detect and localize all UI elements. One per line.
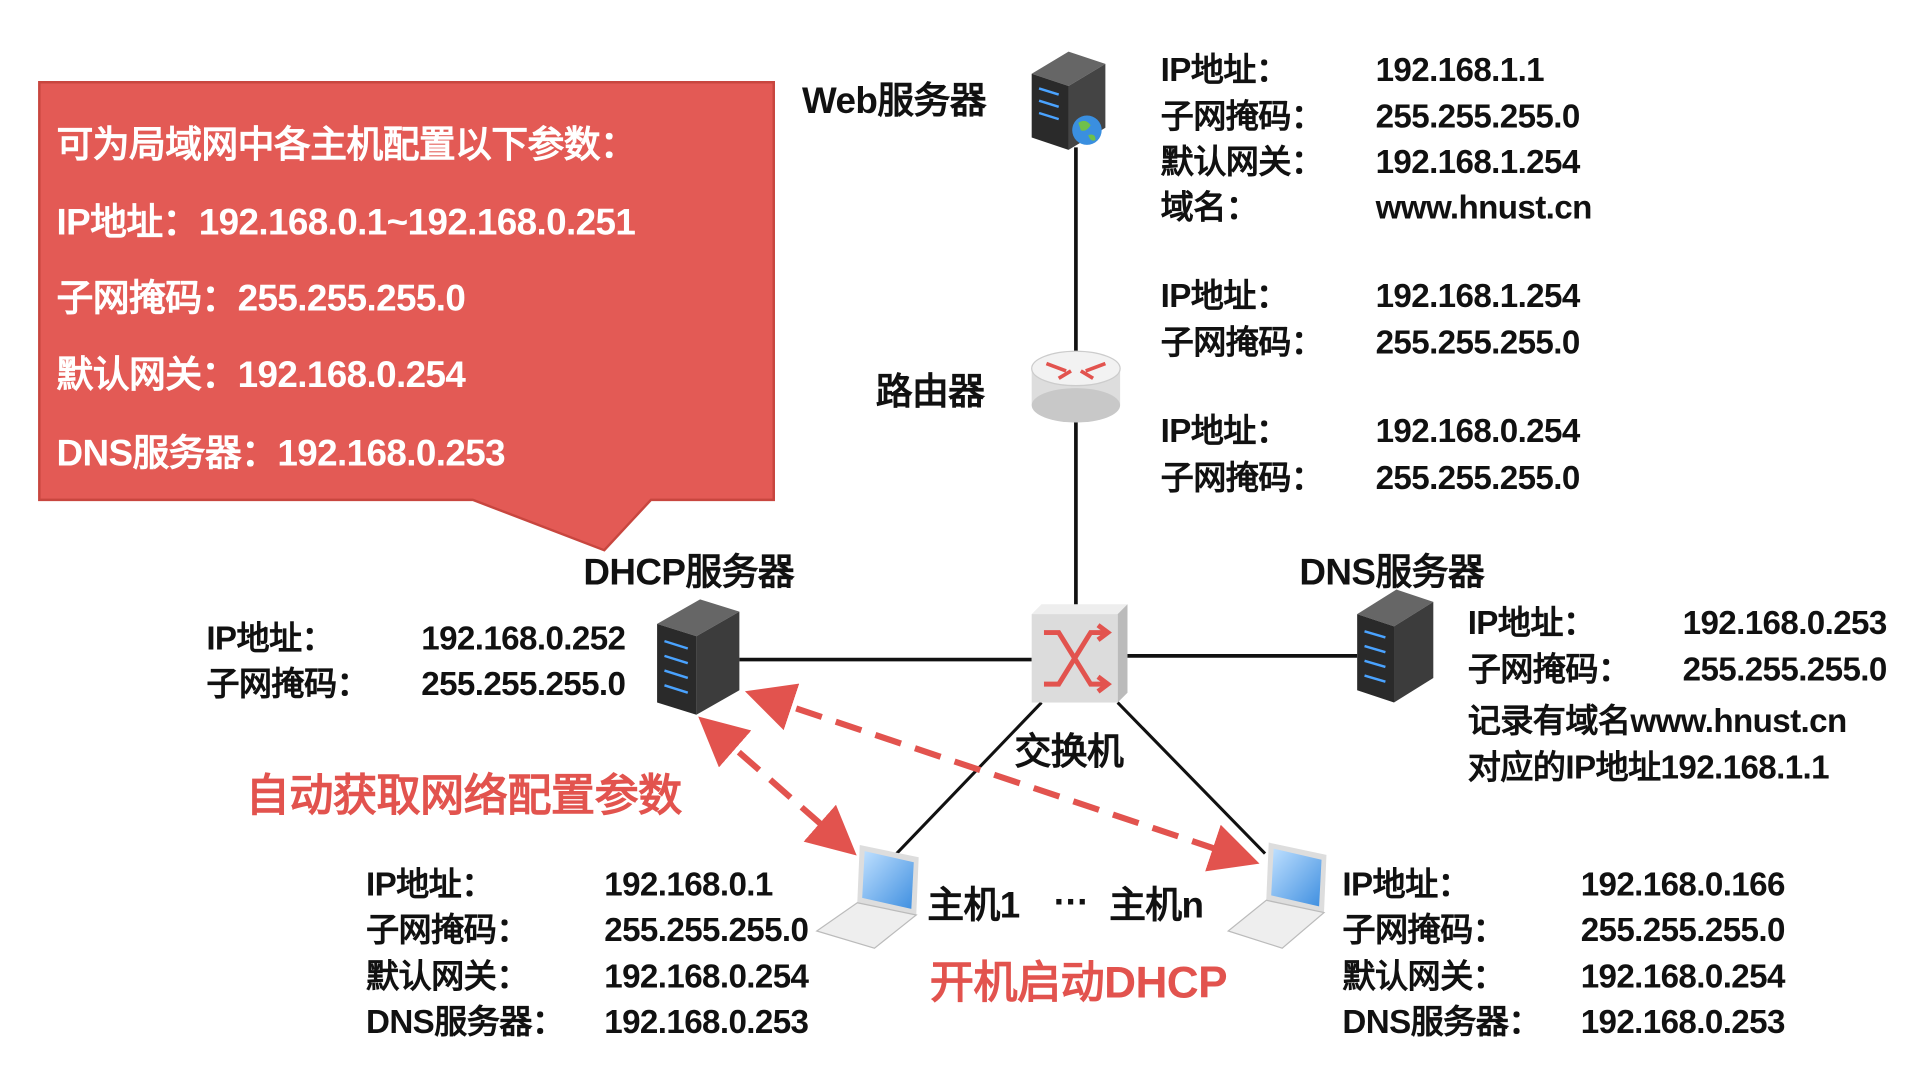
web-rows-label: 默认网关： (1160, 143, 1324, 181)
router-label: 路由器 (875, 372, 985, 413)
router-lower-label: IP地址： (1160, 412, 1289, 450)
globe-icon (1072, 115, 1102, 145)
link-switch-hostn (1116, 701, 1267, 855)
host1-rows-label: DNS服务器： (366, 1003, 565, 1041)
host1-rows-value: 192.168.0.1 (604, 865, 773, 903)
web-rows-value: 192.168.1.1 (1375, 51, 1545, 89)
router-upper-value: 192.168.1.254 (1375, 277, 1581, 315)
host1-rows-label: 子网掩码： (366, 911, 529, 949)
host1-rows-value: 192.168.0.254 (604, 957, 809, 995)
router-lower-label: 子网掩码： (1160, 459, 1324, 497)
link-switch-host1 (895, 701, 1043, 855)
web-rows-value: 255.255.255.0 (1375, 98, 1581, 136)
ellipsis: ··· (1053, 881, 1090, 923)
dhcp-rows-label: 子网掩码： (206, 665, 370, 703)
dns-rows-label: 子网掩码： (1467, 650, 1631, 688)
web-rows-label: IP地址： (1160, 51, 1289, 89)
host1-rows-value: 192.168.0.253 (604, 1003, 809, 1041)
dns-rows-value: 255.255.255.0 (1682, 650, 1888, 688)
dns-note: 对应的IP地址192.168.1.1 (1467, 749, 1830, 787)
router-upper-label: 子网掩码： (1160, 324, 1324, 362)
web-rows-value: www.hnust.cn (1375, 189, 1593, 226)
router-upper-value: 255.255.255.0 (1375, 324, 1581, 362)
router-icon (1031, 350, 1121, 423)
dhcp-rows-label: IP地址： (206, 620, 335, 658)
web-server-label: Web服务器 (802, 81, 987, 122)
dns-server-icon (1357, 589, 1434, 703)
callout-line: 子网掩码：255.255.255.0 (56, 278, 466, 320)
callout-line: 默认网关：192.168.0.254 (56, 354, 466, 396)
callout-title: 可为局域网中各主机配置以下参数： (56, 125, 637, 166)
hostn-rows-value: 192.168.0.254 (1580, 957, 1786, 995)
host1-rows-value: 255.255.255.0 (604, 911, 809, 949)
hostn-rows-label: 子网掩码： (1342, 911, 1506, 949)
hostn-laptop-icon (1226, 842, 1327, 949)
dhcp-rows-value: 192.168.0.252 (421, 620, 626, 658)
dhcp-rows-value: 255.255.255.0 (421, 665, 626, 703)
hostn-rows-label: DNS服务器： (1342, 1003, 1541, 1041)
hostn-label: 主机n (1109, 885, 1204, 927)
router-lower-value: 192.168.0.254 (1375, 412, 1581, 450)
hostn-rows-label: 默认网关： (1342, 957, 1506, 995)
dns-rows-label: IP地址： (1467, 604, 1596, 642)
hostn-rows-label: IP地址： (1342, 865, 1471, 903)
dhcp-server-label: DHCP服务器 (583, 552, 795, 594)
callout-box (38, 81, 775, 552)
dns-server-label: DNS服务器 (1299, 552, 1485, 594)
callout-line: IP地址：192.168.0.1~192.168.0.251 (56, 202, 636, 244)
switch-icon (1031, 604, 1128, 703)
dhcp-arrow-host1 (698, 716, 857, 856)
callout-line: DNS服务器：192.168.0.253 (56, 433, 506, 475)
router-lower-value: 255.255.255.0 (1375, 459, 1581, 497)
web-server-icon (1031, 51, 1106, 150)
host1-rows-label: IP地址： (366, 865, 494, 903)
dhcp-server-icon (657, 599, 740, 715)
dns-rows-value: 192.168.0.253 (1682, 604, 1888, 642)
auto-config-annotation: 自动获取网络配置参数 (245, 770, 683, 821)
host1-label: 主机1 (927, 885, 1020, 927)
router-upper-label: IP地址： (1160, 277, 1289, 315)
hostn-rows-value: 192.168.0.166 (1580, 865, 1786, 903)
switch-label: 交换机 (1014, 732, 1124, 773)
web-rows-label: 域名： (1160, 189, 1259, 226)
web-rows-value: 192.168.1.254 (1375, 143, 1581, 181)
dhcp-arrow-hostn (744, 683, 1260, 872)
web-rows-label: 子网掩码： (1160, 98, 1324, 136)
dns-note: 记录有域名www.hnust.cn (1467, 702, 1848, 740)
hostn-rows-value: 192.168.0.253 (1580, 1003, 1786, 1041)
host1-rows-label: 默认网关： (366, 957, 529, 995)
hostn-rows-value: 255.255.255.0 (1580, 911, 1786, 949)
boot-dhcp-annotation: 开机启动DHCP (929, 956, 1228, 1008)
host1-laptop-icon (815, 845, 919, 949)
